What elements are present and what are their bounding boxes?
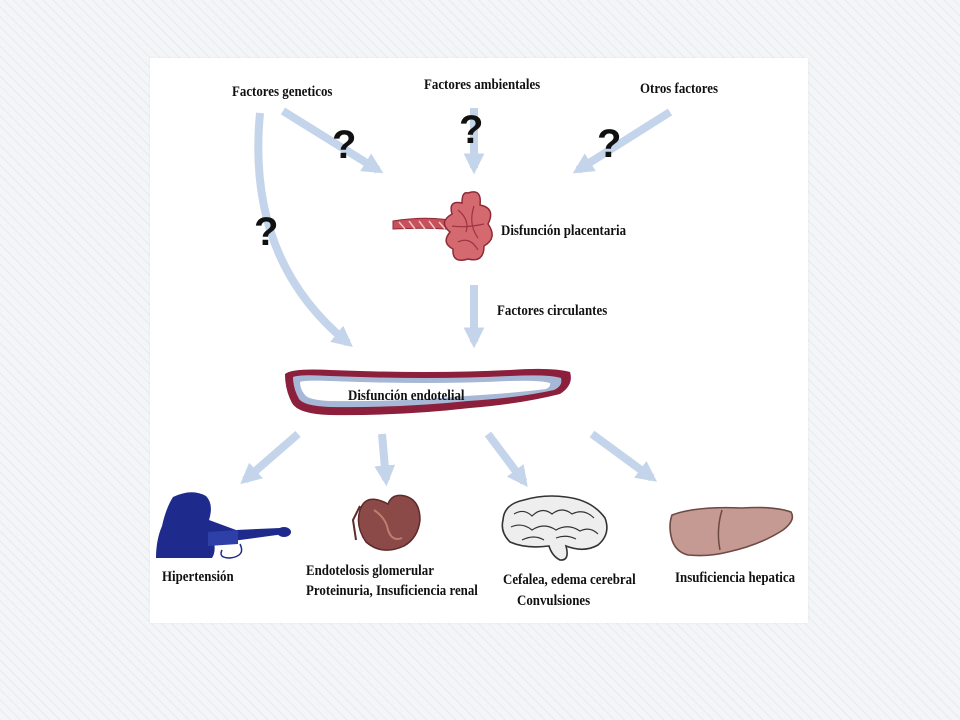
brain-icon — [501, 495, 608, 561]
arrow-to-brain — [484, 431, 528, 487]
question-mark-environmental: ? — [459, 108, 484, 152]
arrow-other-to-placenta — [572, 108, 673, 174]
label-insuficiencia-hepatica: Insuficiencia hepatica — [675, 570, 796, 586]
arrow-to-kidney — [374, 433, 396, 487]
kidney-icon — [351, 494, 421, 551]
label-disfuncion-placentaria: Disfunción placentaria — [501, 223, 627, 239]
label-factores-geneticos: Factores geneticos — [232, 84, 333, 100]
label-convulsiones: Convulsiones — [517, 593, 591, 609]
arrow-genetic-to-placenta — [280, 107, 384, 174]
label-factores-circulantes: Factores circulantes — [497, 303, 608, 319]
label-cefalea: Cefalea, edema cerebral — [503, 572, 636, 588]
label-disfuncion-endotelial: Disfunción endotelial — [348, 388, 465, 404]
arrow-to-hypertension — [240, 430, 301, 485]
liver-icon — [669, 506, 794, 557]
blood-vessel-icon — [285, 368, 571, 416]
question-mark-genetic-direct: ? — [254, 210, 279, 254]
question-mark-genetic: ? — [332, 123, 357, 167]
label-endotelosis-glomerular: Endotelosis glomerular — [306, 563, 434, 579]
label-otros-factores: Otros factores — [640, 81, 718, 97]
label-proteinuria: Proteinuria, Insuficiencia renal — [306, 583, 478, 599]
hypertension-person-icon — [156, 492, 291, 559]
label-hipertension: Hipertensión — [162, 569, 234, 585]
question-mark-other: ? — [597, 122, 622, 166]
label-factores-ambientales: Factores ambientales — [424, 77, 541, 93]
arrow-to-liver — [589, 430, 658, 482]
arrow-genetic-to-endothelium — [254, 112, 353, 347]
placenta-icon — [392, 191, 493, 261]
